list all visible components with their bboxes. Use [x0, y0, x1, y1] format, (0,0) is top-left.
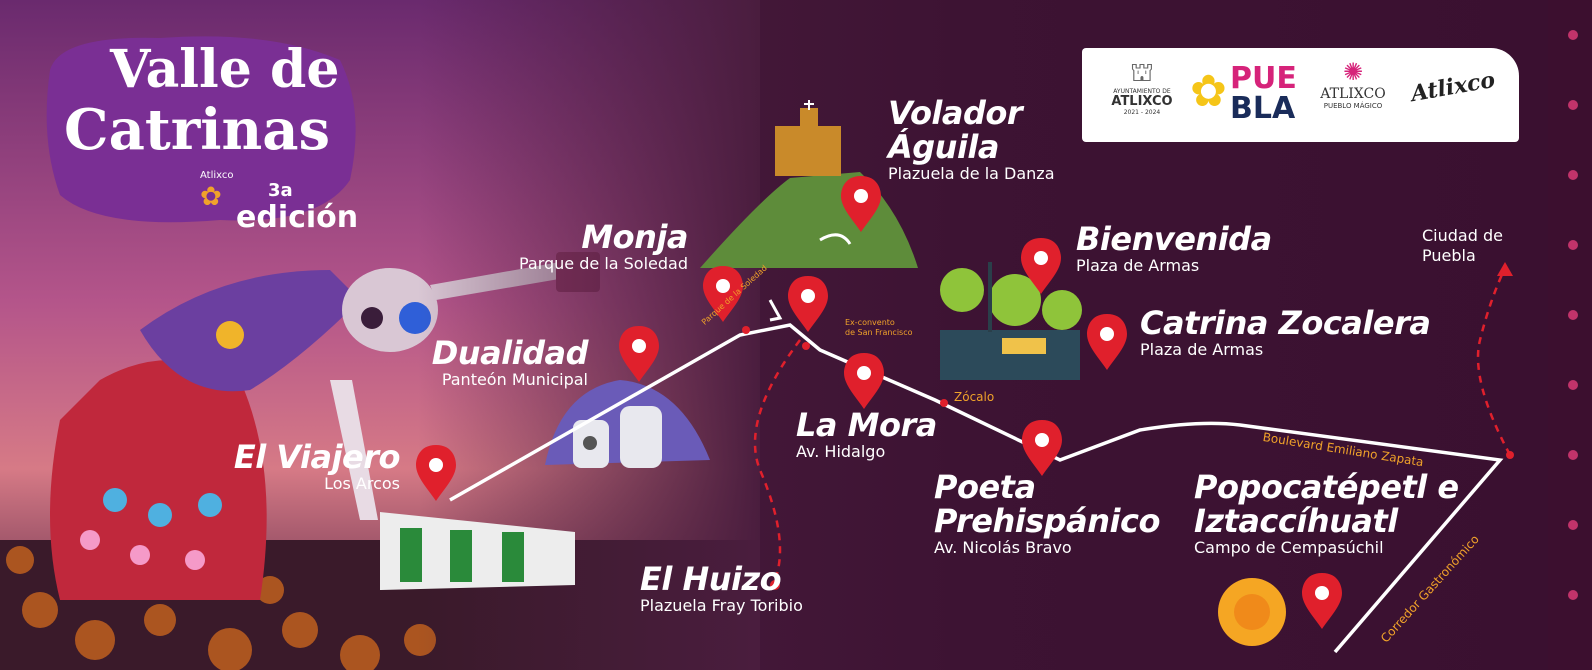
stop-catrina-zocalera: Catrina Zocalera Plaza de Armas [1140, 304, 1431, 360]
border-dot [1568, 520, 1578, 530]
dashed-route-puebla [1476, 267, 1512, 456]
route-point-exconvento [802, 342, 810, 350]
edition-number: 3a [268, 180, 293, 201]
route-point-zocalo [940, 399, 948, 407]
destination-line-1: Ciudad de [1422, 226, 1503, 245]
stop-title: Volador [888, 94, 1023, 132]
marigold-illustration [1218, 578, 1286, 646]
pin-dualidad-icon [619, 326, 659, 382]
stop-title: Poeta [934, 468, 1036, 506]
atlixco-name: ATLIXCO [1320, 86, 1386, 102]
stop-volador: Volador Águila Plazuela de la Danza [888, 96, 1055, 184]
event-title-badge: Valle de Catrinas Atlixco ✿ 3a edición [40, 30, 360, 235]
stop-bienvenida: Bienvenida Plaza de Armas [1076, 222, 1272, 276]
stop-title-2: Prehispánico [934, 502, 1160, 540]
puebla-flower-icon: ✿ [1190, 66, 1227, 117]
stop-subtitle: Av. Hidalgo [796, 442, 886, 461]
stop-title: La Mora [796, 406, 937, 444]
pin-volador-icon [841, 176, 881, 232]
destination-label: Ciudad de Puebla [1422, 226, 1503, 266]
destination-line-2: Puebla [1422, 246, 1476, 265]
title-line-2: Catrinas [64, 97, 331, 163]
border-dot [1568, 450, 1578, 460]
stop-subtitle: Plaza de Armas [1076, 256, 1200, 275]
ayuntamiento-years: 2021 - 2024 [1123, 109, 1161, 116]
stop-title: Popocatépetl e [1194, 468, 1459, 506]
border-dot [1568, 240, 1578, 250]
stop-title: El Viajero [233, 438, 401, 476]
route-point-soledad [742, 326, 750, 334]
stop-subtitle: Plaza de Armas [1140, 340, 1264, 359]
pin-la-mora-icon [844, 353, 884, 409]
arrow-up-icon [1497, 262, 1513, 276]
stop-subtitle: Plazuela de la Danza [888, 164, 1055, 183]
atlixco-tagline: PUEBLO MÁGICO [1323, 102, 1383, 110]
border-dot [1568, 100, 1578, 110]
stop-subtitle: Campo de Cempasúchil [1194, 538, 1384, 557]
stop-title-2: Iztaccíhuatl [1194, 502, 1398, 540]
border-dot [1568, 310, 1578, 320]
stop-subtitle: Los Arcos [324, 474, 400, 493]
border-dot [1568, 380, 1578, 390]
stop-subtitle: Av. Nicolás Bravo [934, 538, 1072, 557]
edition-word: edición [236, 200, 359, 235]
street-label-exconvento-2: de San Francisco [845, 328, 913, 337]
puebla-top: PUE [1230, 61, 1297, 96]
pin-exconvento-icon [788, 276, 828, 332]
dashed-route-huizo [753, 339, 802, 581]
stop-popocatepetl: Popocatépetl e Iztaccíhuatl Campo de Cem… [1194, 470, 1459, 558]
atlixco-script: Atlixco [1409, 66, 1497, 108]
coat-of-arms-icon: ⛫ [1130, 58, 1154, 88]
pin-bienvenida-icon [1021, 238, 1061, 294]
puebla-bottom: BLA [1230, 91, 1296, 126]
arches-illustration [380, 512, 575, 590]
atlixco-pueblo-magico-logo: ✺ ATLIXCO PUEBLO MÁGICO [1310, 58, 1396, 110]
atlixco-script-logo: Atlixco [1408, 67, 1498, 107]
stop-dualidad: Dualidad Panteón Municipal [400, 334, 589, 390]
stop-monja: Monja Parque de la Soledad [500, 218, 689, 274]
stop-title: Dualidad [431, 334, 589, 372]
title-badge-shape [46, 36, 356, 223]
title-line-1: Valle de [110, 39, 340, 100]
border-dot [1568, 30, 1578, 40]
pin-catrina-zocalera-icon [1087, 314, 1127, 370]
marigold-icon: ✿ [200, 182, 222, 212]
stop-poeta: Poeta Prehispánico Av. Nicolás Bravo [934, 470, 1160, 558]
stop-title-2: Águila [888, 128, 999, 166]
border-dot [1568, 170, 1578, 180]
street-label-zocalo: Zócalo [954, 390, 995, 404]
pin-el-viajero-icon [416, 445, 456, 501]
stop-title: Bienvenida [1076, 220, 1272, 258]
ayuntamiento-line-1: AYUNTAMIENTO DE [1113, 88, 1171, 95]
ayuntamiento-line-2: ATLIXCO [1111, 94, 1173, 109]
stop-la-mora: La Mora Av. Hidalgo [796, 408, 937, 462]
border-dot [1568, 590, 1578, 600]
stop-subtitle: Parque de la Soledad [518, 254, 688, 273]
color-wheel-icon: ✺ [1342, 58, 1364, 86]
title-town: Atlixco [200, 170, 234, 181]
route-branch [768, 299, 783, 322]
pin-popocatepetl-icon [1302, 573, 1342, 629]
stop-title: Monja [581, 218, 688, 256]
stop-el-viajero: El Viajero Los Arcos [220, 438, 401, 494]
sponsor-logos-panel: ⛫ AYUNTAMIENTO DE ATLIXCO 2021 - 2024 ✿ … [1082, 48, 1519, 142]
decorative-border [1548, 0, 1592, 670]
stop-title: El Huizo [640, 560, 782, 598]
chapel-illustration [775, 126, 841, 176]
street-label-exconvento-1: Ex-convento [845, 318, 895, 327]
route-point-puebla [1506, 451, 1514, 459]
stop-el-huizo: El Huizo Plazuela Fray Toribio [640, 562, 803, 616]
stop-title: Catrina Zocalera [1140, 304, 1431, 342]
ayuntamiento-logo: ⛫ AYUNTAMIENTO DE ATLIXCO 2021 - 2024 [1104, 58, 1180, 116]
stop-subtitle: Plazuela Fray Toribio [640, 596, 803, 615]
route-point-huizo [770, 580, 780, 590]
stop-subtitle: Panteón Municipal [441, 370, 588, 389]
